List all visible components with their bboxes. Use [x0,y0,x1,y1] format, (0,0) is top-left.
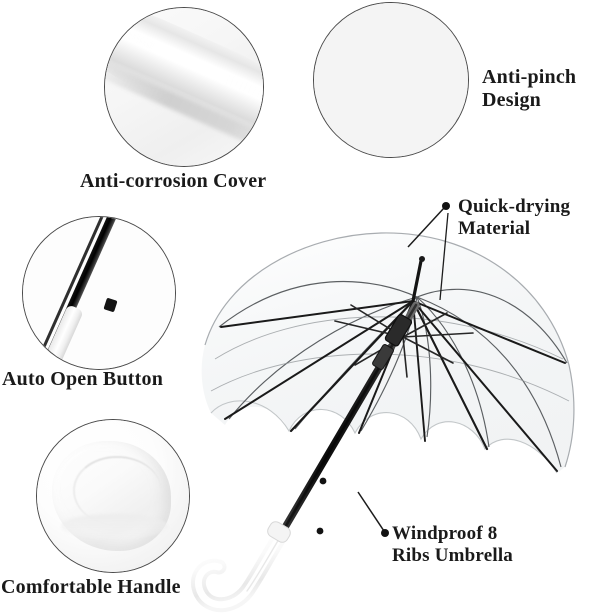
handle-crease [73,456,161,526]
inset-auto-open-button [22,216,176,370]
shaft-open-button [319,477,327,485]
canopy-apex-cap [411,256,425,303]
umbrella-handle [190,521,291,613]
inset-anti-corrosion-cover [104,7,264,167]
caption-windproof-ribs: Windproof 8 Ribs Umbrella [392,523,514,567]
shaft-runner-hub [372,314,413,370]
inset-comfortable-handle [36,419,190,573]
caption-comfortable-handle: Comfortable Handle [1,576,181,598]
inset-background [314,3,468,157]
handle-band [61,514,168,539]
caption-auto-open-button: Auto Open Button [2,368,164,390]
main-umbrella-illustration [190,232,575,613]
inset-anti-pinch-design [313,2,469,158]
caption-anti-pinch-design: Anti-pinch Design [482,66,577,112]
caption-quick-drying-material: Quick-drying Material [458,196,571,240]
caption-anti-corrosion-cover: Anti-corrosion Cover [80,170,267,192]
